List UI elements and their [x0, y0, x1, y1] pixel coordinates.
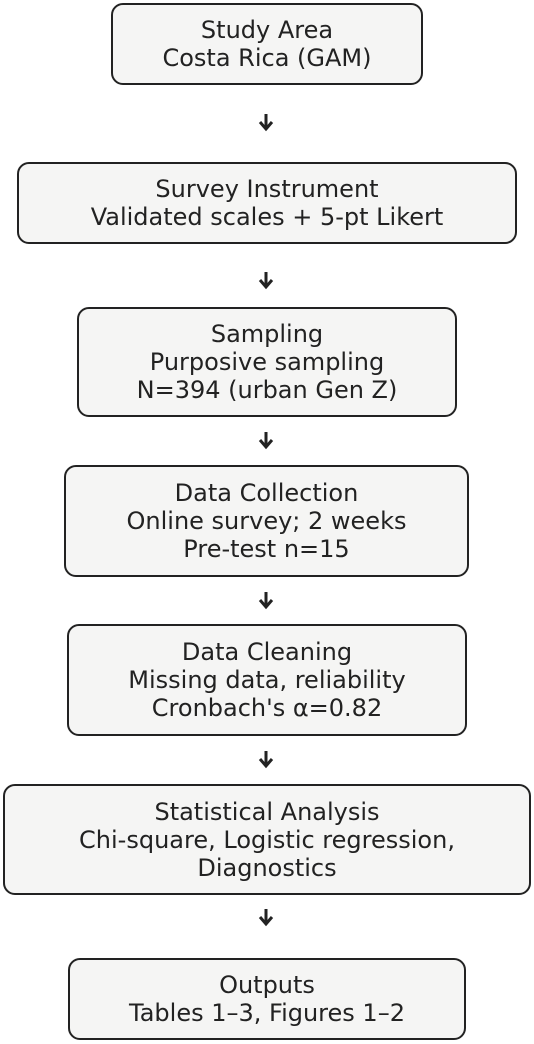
- down-arrow-icon: [258, 114, 274, 132]
- step-detail: Diagnostics: [197, 853, 337, 882]
- down-arrow-icon: [258, 432, 274, 450]
- step-title: Sampling: [210, 320, 324, 348]
- step-detail: Chi-square, Logistic regression,: [79, 825, 455, 854]
- step-box-data-collection: Data Collection Online survey; 2 weeks P…: [64, 465, 469, 577]
- step-title: Data Cleaning: [181, 638, 353, 666]
- down-arrow-icon: [258, 592, 274, 610]
- step-detail: N=394 (urban Gen Z): [136, 376, 398, 404]
- step-title: Outputs: [219, 971, 315, 999]
- step-box-data-cleaning: Data Cleaning Missing data, reliability …: [67, 624, 467, 736]
- down-arrow-icon: [258, 909, 274, 927]
- step-detail: Tables 1–3, Figures 1–2: [129, 999, 405, 1027]
- step-detail: Purposive sampling: [149, 348, 385, 376]
- step-title: Study Area: [200, 16, 334, 44]
- step-title: Statistical Analysis: [154, 797, 380, 826]
- step-box-statistical-analysis: Statistical Analysis Chi-square, Logisti…: [3, 784, 531, 895]
- step-detail: Costa Rica (GAM): [162, 44, 372, 72]
- step-detail: Validated scales + 5-pt Likert: [90, 203, 444, 231]
- step-box-survey-instrument: Survey Instrument Validated scales + 5-p…: [17, 162, 517, 244]
- step-box-outputs: Outputs Tables 1–3, Figures 1–2: [68, 958, 466, 1040]
- step-detail: Pre-test n=15: [183, 535, 350, 563]
- step-title: Survey Instrument: [155, 175, 379, 203]
- step-detail: Online survey; 2 weeks: [126, 507, 407, 535]
- step-title: Data Collection: [174, 479, 359, 507]
- down-arrow-icon: [258, 272, 274, 290]
- down-arrow-icon: [258, 751, 274, 769]
- step-box-study-area: Study Area Costa Rica (GAM): [111, 3, 423, 85]
- step-box-sampling: Sampling Purposive sampling N=394 (urban…: [77, 307, 457, 417]
- step-detail: Missing data, reliability: [128, 666, 406, 694]
- step-detail: Cronbach's α=0.82: [151, 694, 383, 722]
